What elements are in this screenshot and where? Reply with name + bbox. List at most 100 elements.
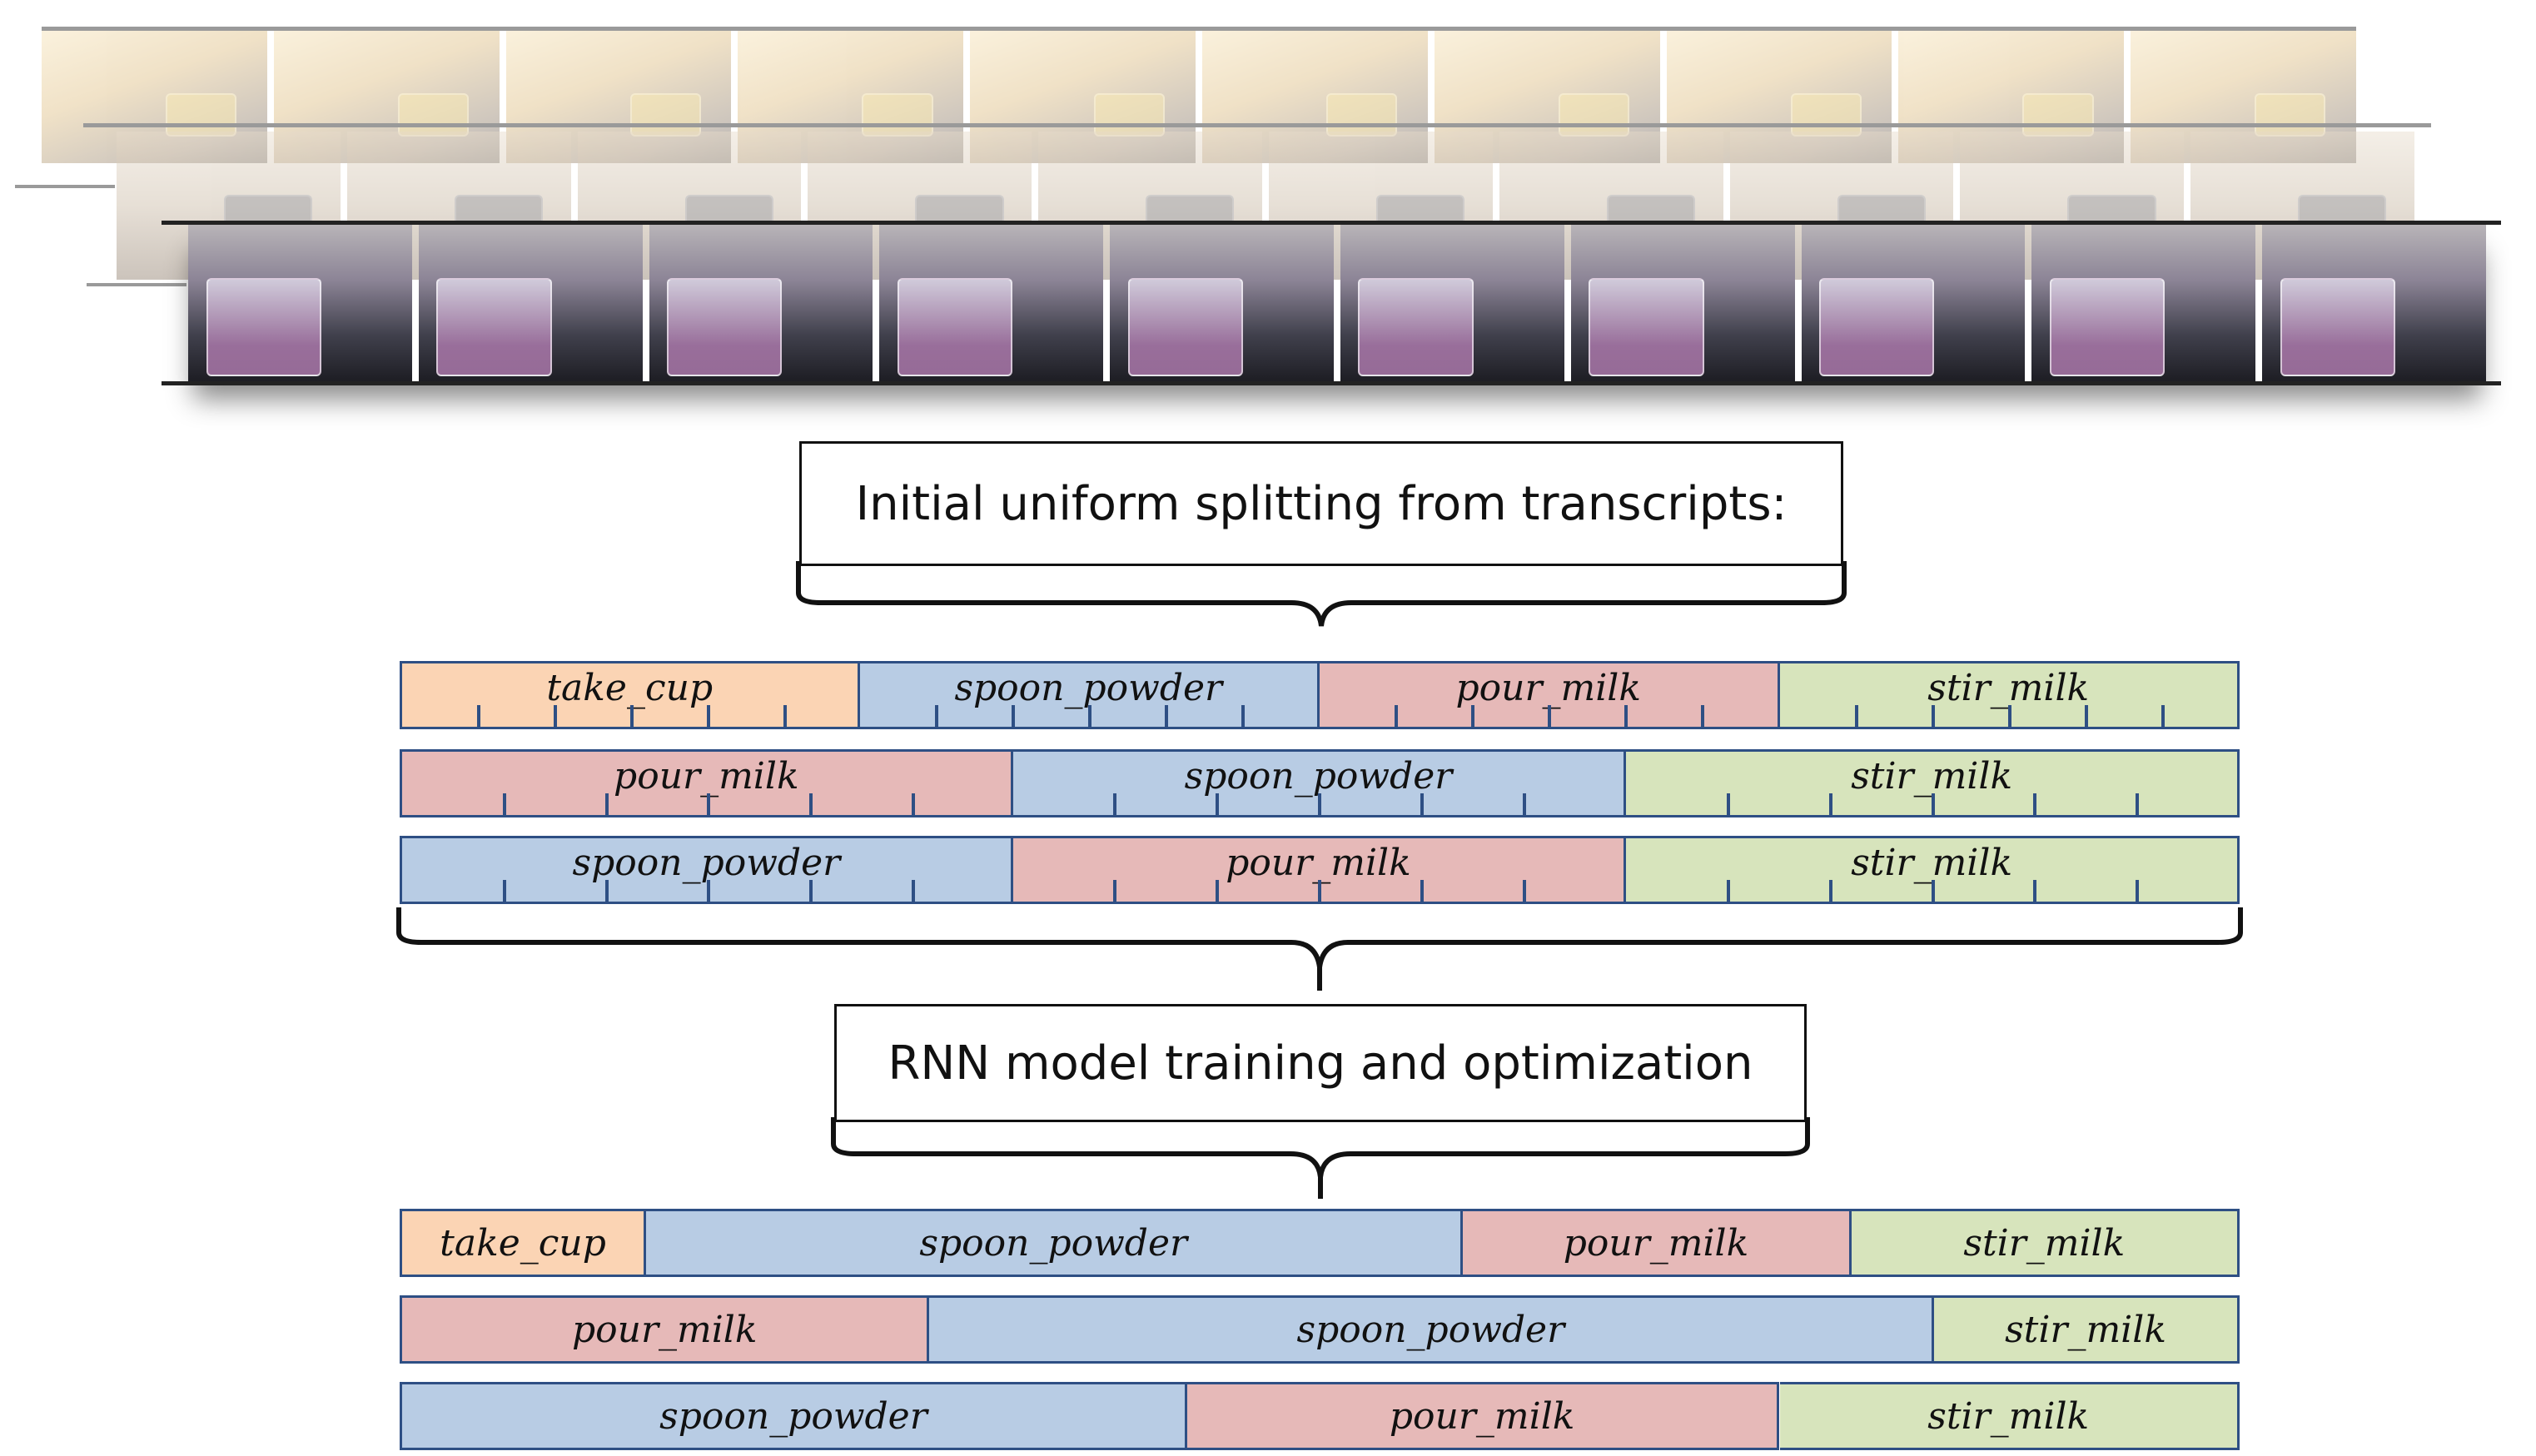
frame-tick bbox=[809, 793, 813, 815]
segment-label: stir_milk bbox=[1927, 1394, 2090, 1438]
frame-tick bbox=[1931, 705, 1935, 727]
segment-label: stir_milk bbox=[1927, 667, 2090, 709]
frame-tick bbox=[783, 705, 788, 727]
sequence-bar: take_cup spoon_powder pour_milk stir_milk bbox=[400, 1209, 2240, 1277]
video-frame bbox=[1570, 225, 1795, 383]
video-frame bbox=[1898, 30, 2125, 163]
segment-pour-milk: pour_milk bbox=[1012, 836, 1627, 904]
frame-content bbox=[2255, 93, 2326, 137]
frame-content bbox=[1589, 278, 1704, 377]
frame-tick bbox=[1317, 880, 1321, 902]
frame-tick bbox=[1317, 793, 1321, 815]
frame-tick bbox=[1727, 880, 1731, 902]
segment-stir-milk: stir_milk bbox=[1779, 661, 2240, 729]
frame-content bbox=[862, 93, 933, 137]
frame-content bbox=[206, 278, 321, 377]
segment-stir-milk: stir_milk bbox=[1851, 1209, 2240, 1277]
segment-pour-milk: pour_milk bbox=[1463, 1209, 1852, 1277]
frame-content bbox=[2049, 278, 2166, 377]
frame-content bbox=[1819, 278, 1935, 377]
frame-tick bbox=[2136, 880, 2140, 902]
frame-tick bbox=[1420, 880, 1424, 902]
brace-down-2 bbox=[396, 907, 2243, 991]
segment-stir-milk: stir_milk bbox=[1626, 836, 2240, 904]
segment-pour-milk: pour_milk bbox=[400, 1295, 930, 1364]
video-strip-front bbox=[188, 225, 2486, 383]
video-frame bbox=[1666, 30, 1892, 163]
frame-tick bbox=[809, 880, 813, 902]
video-frame bbox=[1801, 225, 2026, 383]
frame-tick bbox=[1854, 705, 1858, 727]
segment-spoon-powder: spoon_powder bbox=[1012, 749, 1627, 817]
frame-tick bbox=[1931, 793, 1935, 815]
segment-take-cup: take_cup bbox=[400, 661, 860, 729]
segment-label: pour_milk bbox=[571, 1308, 758, 1351]
segment-label: pour_milk bbox=[1455, 667, 1642, 709]
strip-mid-top-line bbox=[83, 123, 2431, 127]
video-frame bbox=[2262, 225, 2486, 383]
segment-label: stir_milk bbox=[1851, 755, 2013, 798]
frame-tick bbox=[707, 880, 711, 902]
segment-pour-milk: pour_milk bbox=[1186, 1382, 1780, 1450]
frame-tick bbox=[2007, 705, 2011, 727]
frame-tick bbox=[1241, 705, 1245, 727]
segment-label: stir_milk bbox=[1963, 1221, 2126, 1265]
frame-tick bbox=[2136, 793, 2140, 815]
frame-tick bbox=[2033, 880, 2037, 902]
segment-spoon-powder: spoon_powder bbox=[859, 661, 1320, 729]
frame-tick bbox=[604, 880, 609, 902]
segment-label: pour_milk bbox=[1389, 1394, 1575, 1438]
frame-content bbox=[397, 93, 469, 137]
frame-content bbox=[1127, 278, 1244, 377]
frame-content bbox=[2280, 278, 2396, 377]
video-frame bbox=[879, 225, 1104, 383]
video-frame bbox=[1340, 225, 1564, 383]
video-frame bbox=[273, 30, 500, 163]
video-frame bbox=[970, 30, 1196, 163]
frame-tick bbox=[1931, 880, 1935, 902]
video-frame bbox=[738, 30, 964, 163]
frame-content bbox=[1790, 93, 1862, 137]
frame-content bbox=[667, 278, 783, 377]
frame-tick bbox=[1624, 705, 1629, 727]
frame-tick bbox=[1113, 880, 1117, 902]
video-strip-back bbox=[42, 30, 2356, 163]
video-frame bbox=[188, 225, 412, 383]
segment-pour-milk: pour_milk bbox=[400, 749, 1013, 817]
brace-down-1 bbox=[796, 561, 1847, 627]
frame-tick bbox=[1113, 793, 1117, 815]
frame-tick bbox=[554, 705, 558, 727]
frame-tick bbox=[1828, 793, 1832, 815]
segment-label: spoon_powder bbox=[572, 842, 841, 884]
frame-tick bbox=[630, 705, 634, 727]
frame-tick bbox=[707, 705, 711, 727]
frame-tick bbox=[1216, 793, 1220, 815]
frame-tick bbox=[2161, 705, 2165, 727]
strip-mid-bottom-line bbox=[87, 283, 186, 286]
segment-stir-milk: stir_milk bbox=[1779, 1382, 2240, 1450]
frame-tick bbox=[502, 880, 506, 902]
segment-label: stir_milk bbox=[2005, 1308, 2166, 1351]
segment-spoon-powder: spoon_powder bbox=[400, 1382, 1187, 1450]
frame-tick bbox=[1548, 705, 1552, 727]
segment-label: spoon_powder bbox=[919, 1221, 1188, 1265]
frame-tick bbox=[934, 705, 938, 727]
frame-tick bbox=[707, 793, 711, 815]
rnn-training-box: RNN model training and optimization bbox=[834, 1004, 1807, 1122]
rnn-training-label: RNN model training and optimization bbox=[888, 1036, 1753, 1091]
strip-front-bottom-line bbox=[162, 381, 2501, 385]
frame-tick bbox=[911, 880, 915, 902]
segment-label: spoon_powder bbox=[1184, 755, 1453, 798]
video-frame bbox=[1201, 30, 1428, 163]
frame-tick bbox=[1701, 705, 1705, 727]
frame-content bbox=[1094, 93, 1166, 137]
frame-tick bbox=[2084, 705, 2088, 727]
segment-label: pour_milk bbox=[614, 755, 799, 798]
frame-tick bbox=[1471, 705, 1475, 727]
segment-label: take_cup bbox=[440, 1221, 606, 1265]
frame-tick bbox=[1727, 793, 1731, 815]
